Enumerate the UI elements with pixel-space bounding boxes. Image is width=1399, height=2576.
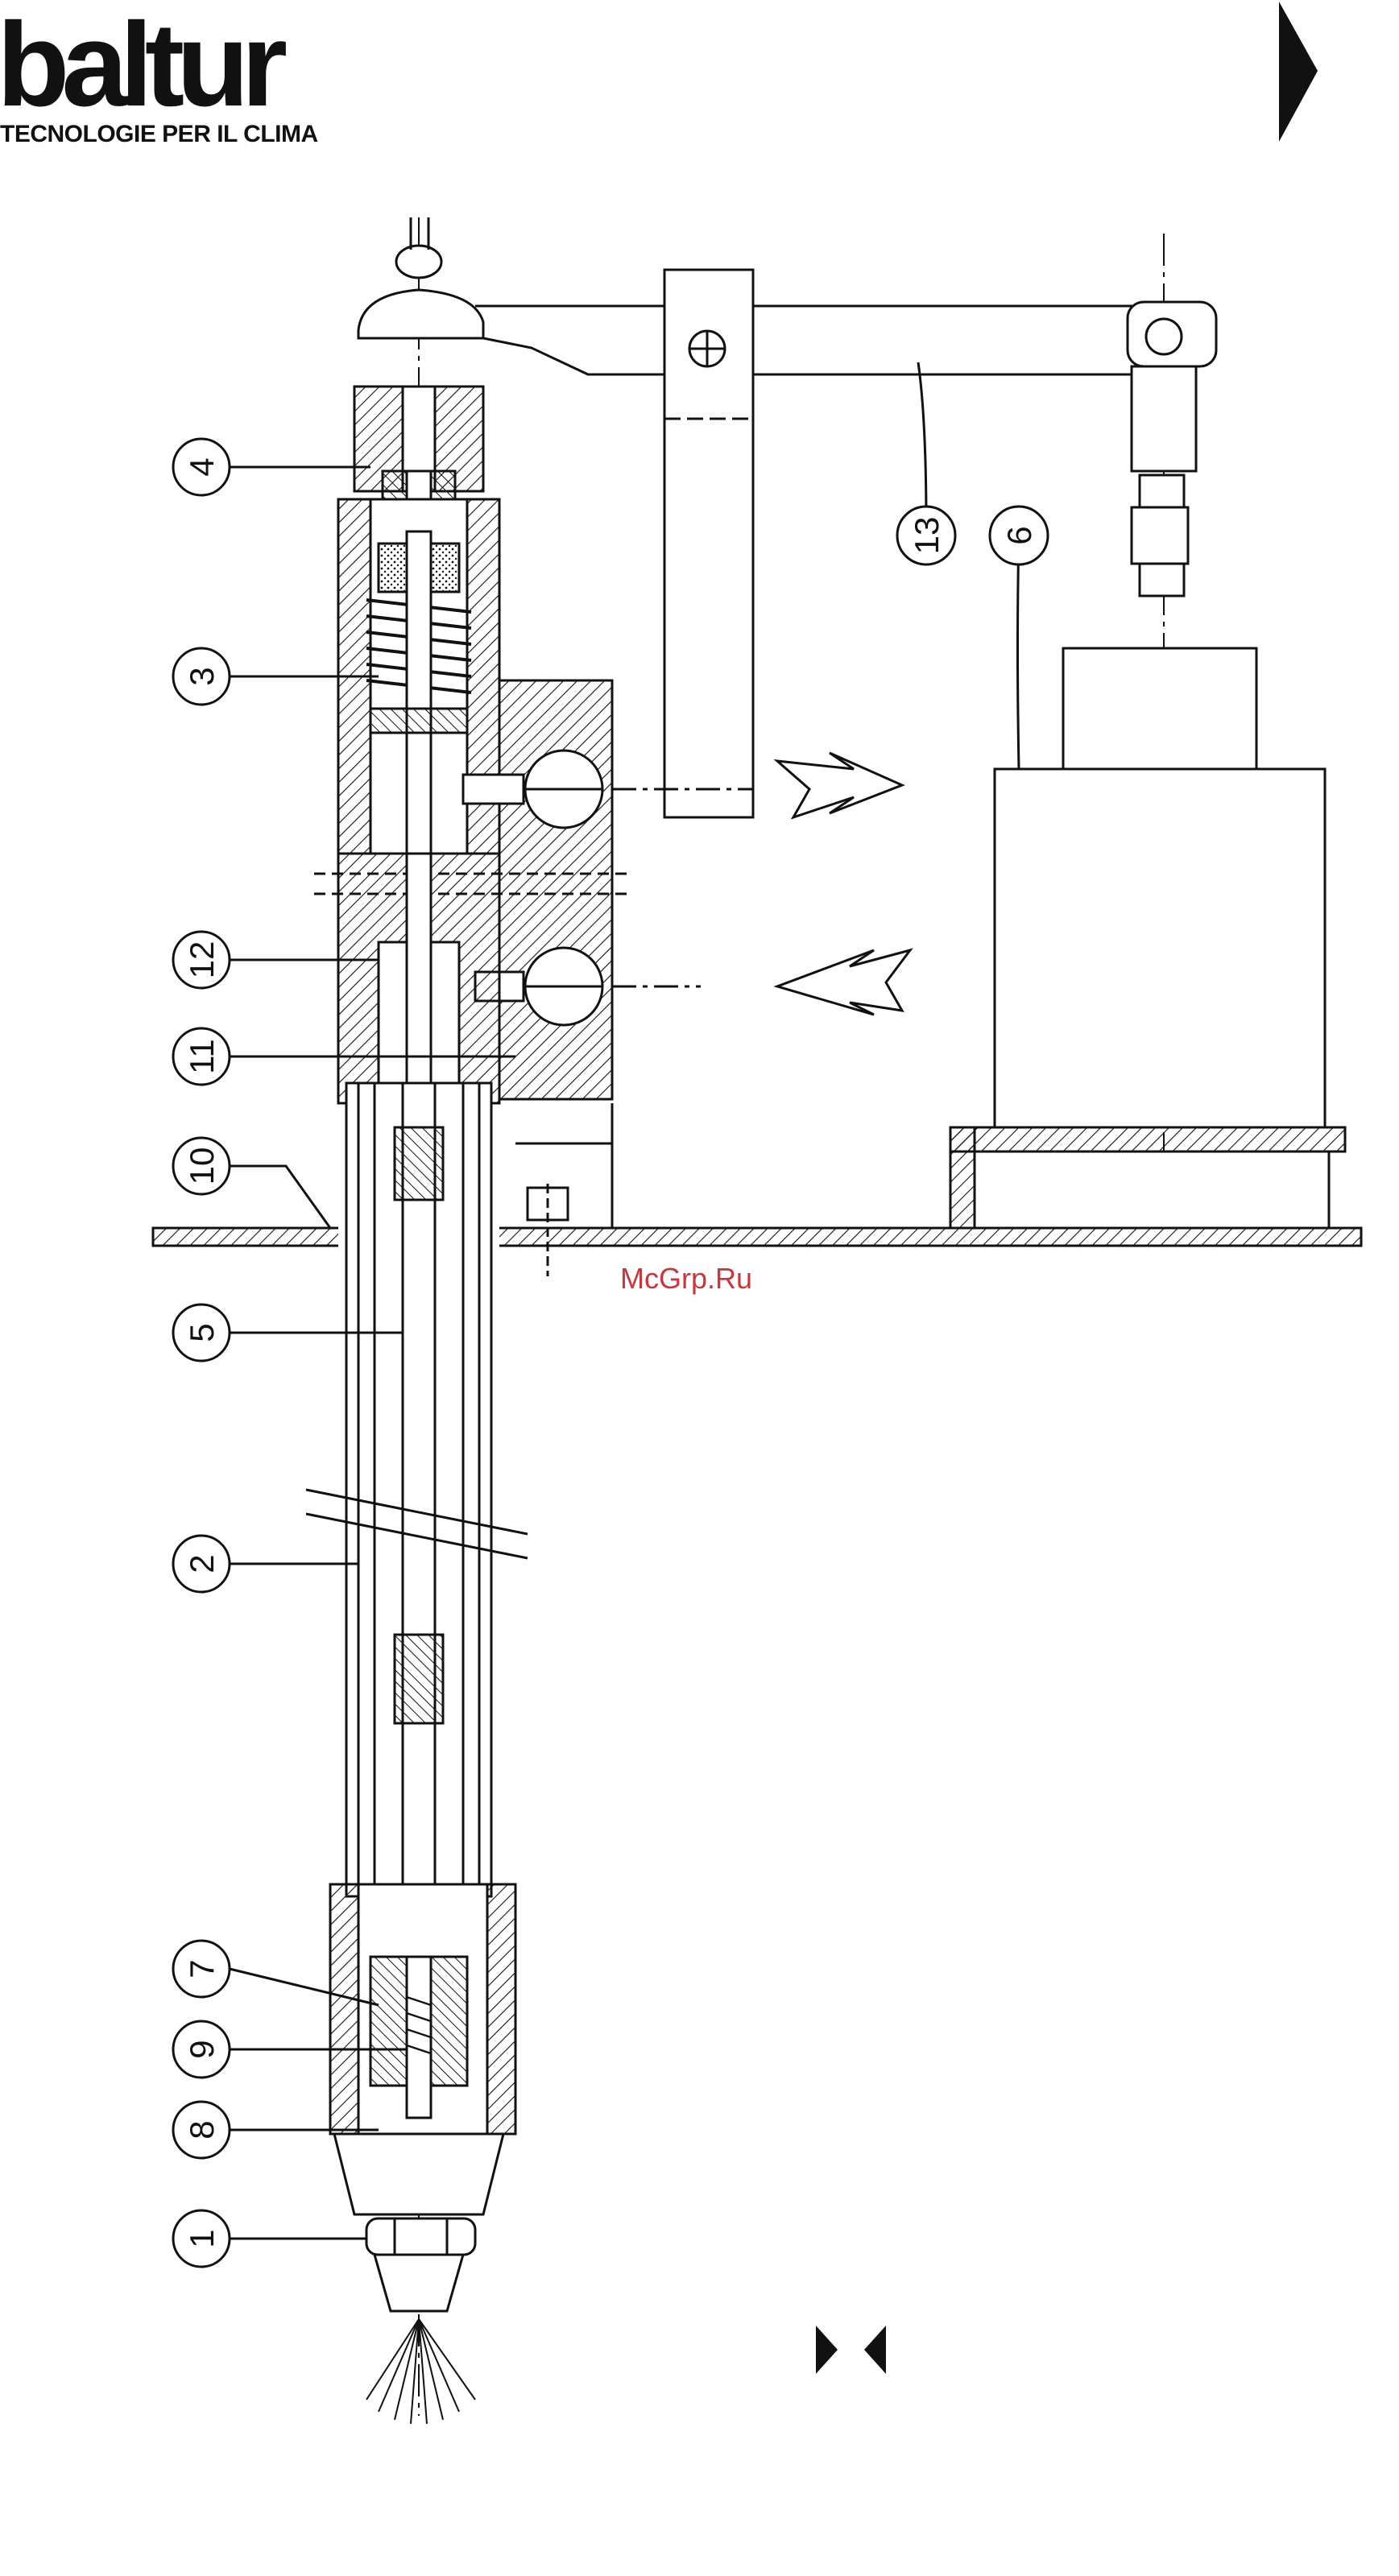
callout-3: 3 — [173, 648, 230, 705]
next-page-triangle-icon[interactable] — [1279, 2, 1318, 142]
svg-text:5: 5 — [183, 1323, 221, 1342]
callout-11: 11 — [173, 1028, 230, 1085]
callout-4: 4 — [173, 439, 230, 495]
svg-text:12: 12 — [183, 941, 221, 979]
bowtie-nav-icon[interactable] — [816, 2326, 886, 2374]
svg-text:1: 1 — [183, 2229, 221, 2247]
svg-text:6: 6 — [1000, 526, 1038, 544]
svg-text:8: 8 — [183, 2120, 221, 2139]
flow-arrow-out — [777, 753, 902, 817]
svg-text:4: 4 — [183, 457, 221, 476]
flow-arrow-in — [777, 950, 910, 1015]
callout-12: 12 — [173, 932, 230, 988]
svg-text:7: 7 — [183, 1959, 221, 1978]
actuator-assembly — [950, 234, 1345, 1228]
svg-text:3: 3 — [183, 667, 221, 685]
svg-text:9: 9 — [183, 2040, 221, 2058]
callout-2: 2 — [173, 1536, 230, 1592]
svg-text:13: 13 — [908, 517, 946, 555]
svg-text:2: 2 — [183, 1554, 221, 1573]
callout-9: 9 — [173, 2021, 230, 2078]
svg-text:10: 10 — [183, 1147, 221, 1185]
callout-1: 1 — [173, 2210, 230, 2267]
callout-5: 5 — [173, 1305, 230, 1361]
callout-13: 13 — [897, 507, 955, 564]
callout-6: 6 — [990, 507, 1048, 564]
watermark-text: McGrp.Ru — [620, 1262, 752, 1296]
callout-10: 10 — [173, 1138, 230, 1194]
svg-text:11: 11 — [183, 1039, 221, 1074]
callout-8: 8 — [173, 2102, 230, 2158]
callout-7: 7 — [173, 1941, 230, 1997]
